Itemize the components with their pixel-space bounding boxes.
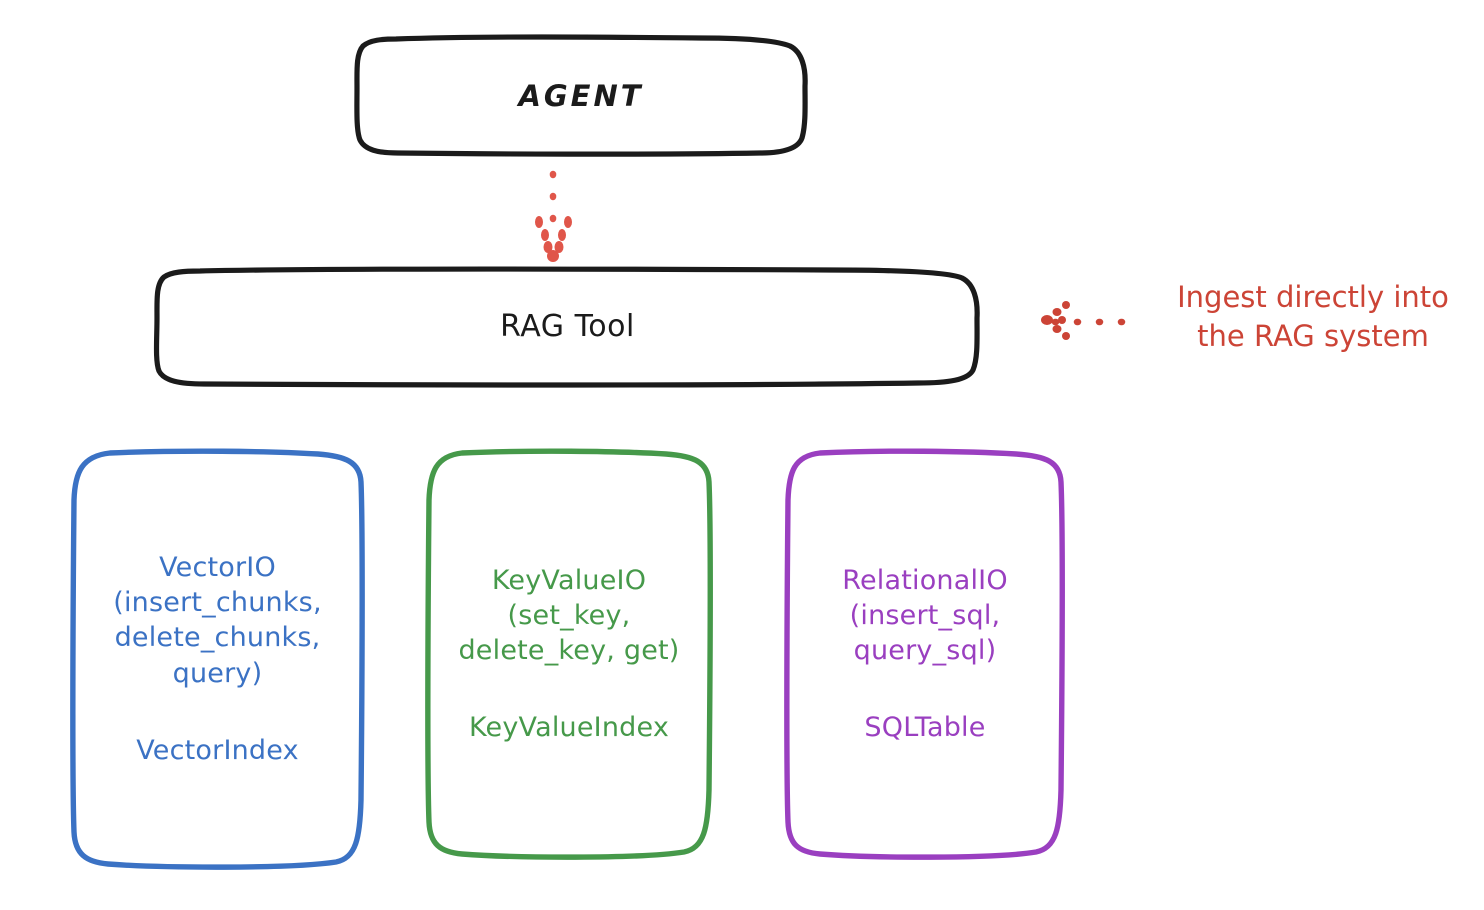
- node-agent[interactable]: [354, 34, 808, 157]
- agent-box-outline: [354, 34, 808, 157]
- edge-ingest-note: [1041, 301, 1129, 340]
- node-rag-tool[interactable]: [153, 266, 980, 388]
- node-key-value-io[interactable]: [425, 448, 713, 860]
- node-relational-io[interactable]: [784, 448, 1065, 860]
- edge-agent-to-rag-tool: [535, 170, 572, 262]
- node-vector-io[interactable]: [70, 448, 365, 870]
- rag-tool-box-outline: [153, 266, 980, 388]
- relational-io-box-outline: [784, 448, 1065, 860]
- vector-io-box-outline: [70, 448, 365, 870]
- key-value-io-box-outline: [425, 448, 713, 860]
